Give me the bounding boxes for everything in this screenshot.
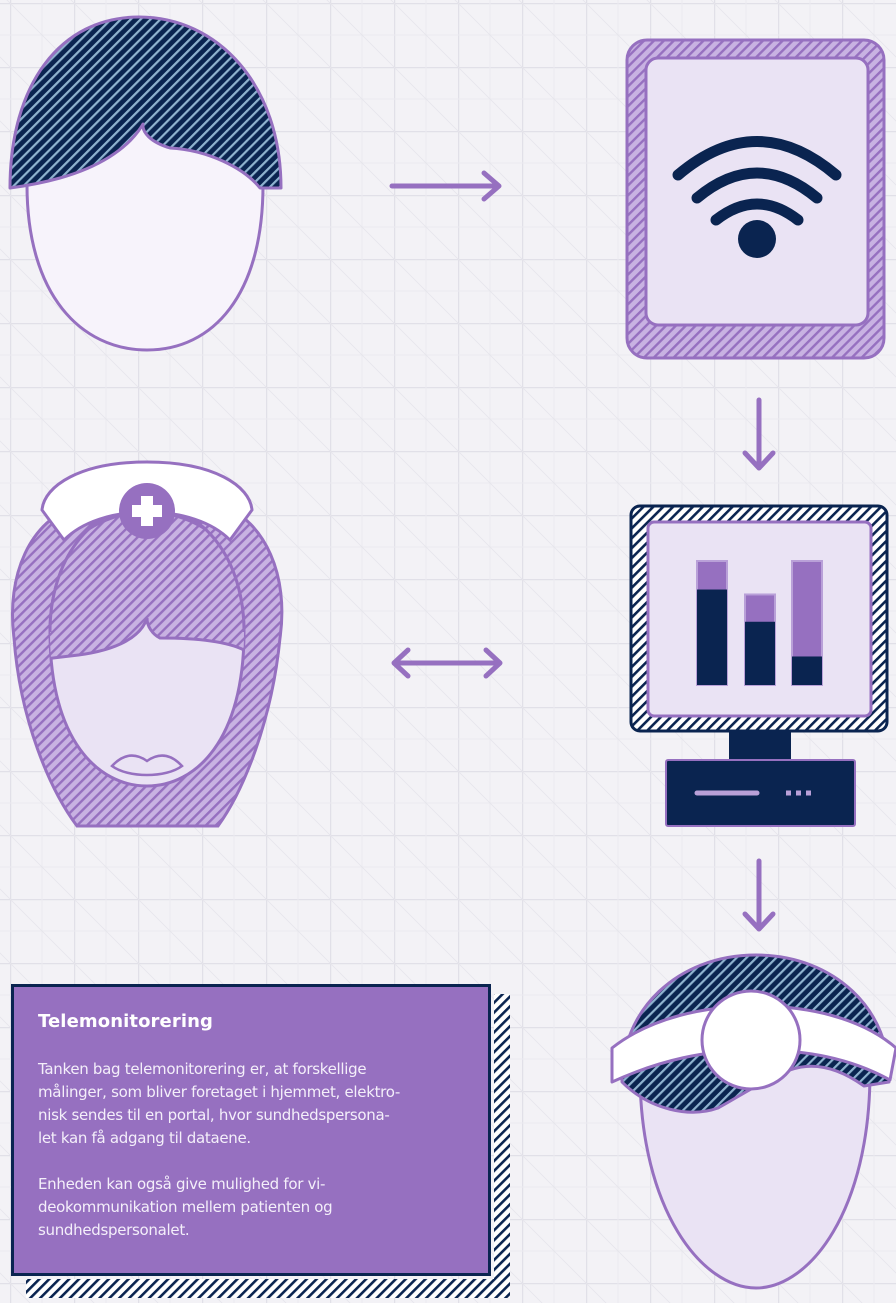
arrow-nurse-monitor-bidirectional: [391, 647, 503, 679]
bar-3-fill: [792, 656, 822, 685]
bar-chart: [696, 560, 823, 686]
nurse-head-icon: [11, 460, 284, 828]
info-box-paragraph-2: Enheden kan også give mulighed for vi- d…: [38, 1175, 333, 1239]
arrow-tablet-to-monitor: [742, 397, 776, 471]
head-mirror: [700, 989, 802, 1091]
monitor-neck: [729, 731, 791, 761]
wifi-dot: [738, 220, 776, 258]
nurse-lips: [110, 754, 184, 777]
patient-head-icon: [8, 15, 283, 352]
info-box-title: Telemonitorering: [38, 1011, 213, 1032]
bar-chart-monitor-icon: [629, 504, 889, 827]
wifi-icon: [672, 136, 842, 226]
bar-2-fill: [745, 621, 775, 685]
doctor-head-mirror-icon: [610, 953, 896, 1290]
bar-1-fill: [697, 589, 727, 685]
info-box: Telemonitorering Tanken bag telemonitore…: [11, 984, 491, 1276]
arrow-patient-to-tablet: [389, 170, 502, 202]
arrow-monitor-to-doctor: [742, 858, 776, 932]
wifi-tablet-icon: [625, 38, 886, 360]
monitor-base: [665, 759, 856, 827]
info-box-paragraph-1: Tanken bag telemonitorering er, at forsk…: [38, 1060, 400, 1147]
